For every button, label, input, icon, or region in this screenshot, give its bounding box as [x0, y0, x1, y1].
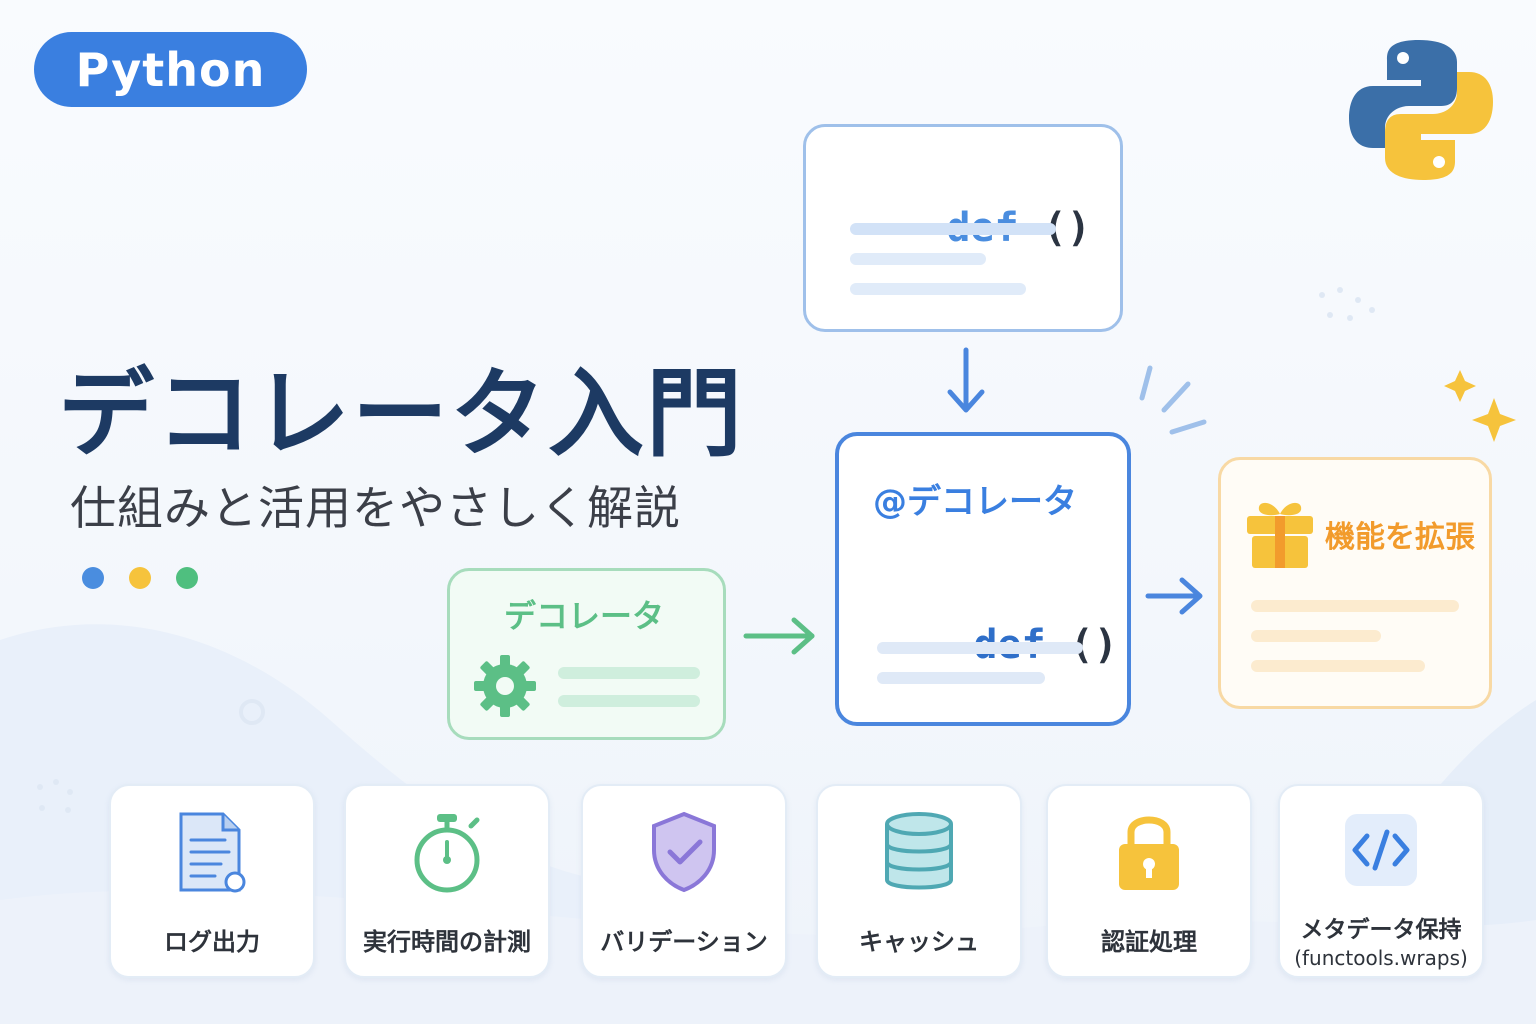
page-title: デコレータ入門 — [58, 358, 744, 470]
feature-card-logging: ログ出力 — [109, 784, 315, 978]
dot-blue — [82, 567, 104, 589]
code-line — [1251, 630, 1381, 642]
shield-check-icon — [652, 811, 716, 893]
code-line — [877, 642, 1083, 654]
code-line — [850, 283, 1026, 295]
dot-green — [176, 567, 198, 589]
code-line — [558, 695, 700, 707]
feature-card-metadata: メタデータ保持 (functools.wraps) — [1278, 784, 1484, 978]
stopwatch-icon — [414, 814, 480, 893]
feature-label: 実行時間の計測 — [363, 928, 531, 956]
feature-card-auth: 認証処理 — [1046, 784, 1252, 978]
gift-icon — [1247, 502, 1313, 568]
dot-yellow — [129, 567, 151, 589]
function-card: def () — [803, 124, 1123, 332]
feature-card-validation: バリデーション — [581, 784, 787, 978]
code-line — [558, 667, 700, 679]
code-line — [877, 672, 1045, 684]
python-logo-icon — [1349, 40, 1493, 180]
code-line — [1251, 600, 1459, 612]
code-line — [1251, 660, 1425, 672]
log-document-icon — [179, 812, 246, 893]
feature-label: バリデーション — [600, 928, 768, 956]
feature-label: キャッシュ — [859, 928, 979, 956]
code-line — [850, 253, 986, 265]
decorator-label: デコレータ — [504, 597, 665, 635]
extended-function-card: 機能を拡張 — [1218, 457, 1492, 709]
page-subtitle: 仕組みと活用をやさしく解説 — [70, 481, 681, 535]
extend-label: 機能を拡張 — [1325, 520, 1475, 555]
decorator-card: デコレータ — [447, 568, 726, 740]
decorator-annotation: @デコレータ — [873, 482, 1077, 522]
feature-card-cache: キャッシュ — [816, 784, 1022, 978]
feature-label: メタデータ保持 — [1300, 917, 1462, 943]
python-badge: Python — [34, 32, 307, 107]
gear-icon — [474, 655, 536, 717]
database-icon — [885, 812, 953, 890]
code-tag-icon — [1345, 814, 1417, 886]
code-line — [850, 223, 1056, 235]
feature-label: ログ出力 — [164, 928, 260, 956]
lock-icon — [1119, 816, 1179, 890]
decorated-function-card: @デコレータ def () — [835, 432, 1131, 726]
feature-sublabel: (functools.wraps) — [1294, 946, 1468, 970]
feature-label: 認証処理 — [1101, 928, 1197, 956]
feature-card-timing: 実行時間の計測 — [344, 784, 550, 978]
